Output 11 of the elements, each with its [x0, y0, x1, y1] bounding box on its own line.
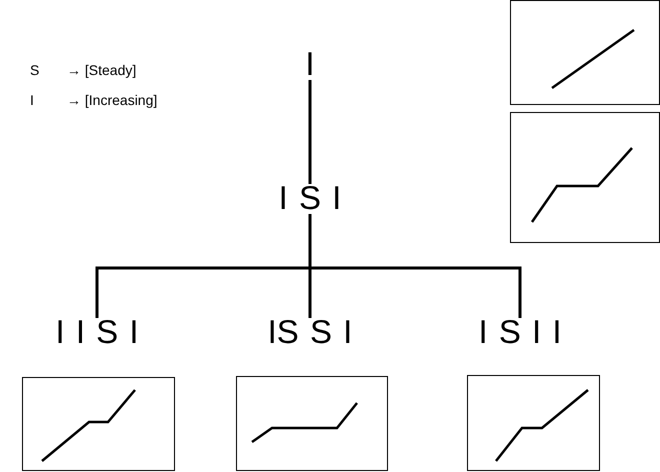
sequence-label: I	[290, 44, 330, 84]
sequence-label: I I S I	[42, 312, 152, 352]
sequence-label: I S I I	[465, 312, 575, 352]
tree-connector	[308, 80, 312, 184]
tree-connector	[308, 214, 522, 318]
key-letter: S	[30, 61, 40, 79]
sequence-label: IS S I	[245, 312, 375, 352]
key-letter: I	[30, 91, 34, 109]
key-description: → [Increasing]	[67, 91, 158, 109]
sequence-label: I S I	[270, 178, 350, 218]
key-description: → [Steady]	[67, 61, 136, 79]
